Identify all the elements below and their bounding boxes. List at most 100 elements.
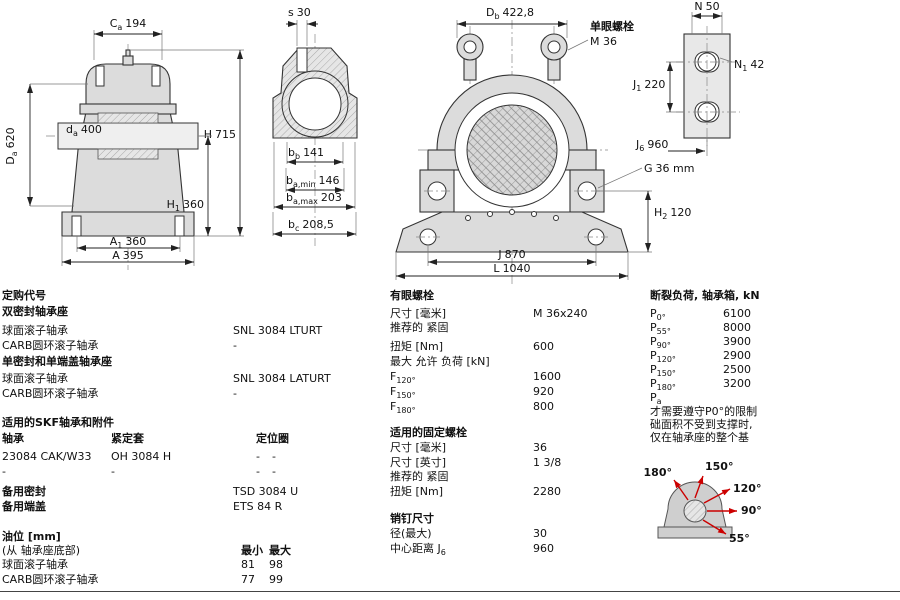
eye-bolt-torque-row: 扭矩 [Nm] 600 <box>390 340 610 353</box>
load-row: F180° 800 <box>390 400 610 416</box>
angle-label-180: 180° <box>644 466 672 479</box>
load-value: 800 <box>533 400 554 413</box>
eyebolt-callout-line2: M 36 <box>590 35 617 48</box>
ordering-row: CARB圆环滚子轴承 - <box>2 387 342 400</box>
breaking-load-row: P90° 3900 <box>650 335 890 350</box>
oil-title: 油位 [mm] <box>2 530 61 543</box>
oil-max: 98 <box>269 558 283 571</box>
load-value: 2500 <box>723 363 751 376</box>
cap-bolt-left <box>95 65 105 87</box>
row-value: 1 3/8 <box>533 456 562 469</box>
accessories-row: 23084 CAK/W33 OH 3084 H - - <box>2 450 342 463</box>
pin-cc-row: 中心距离 J6 960 <box>390 542 610 557</box>
row-label: 球面滚子轴承 <box>2 324 68 337</box>
row-label: CARB圆环滚子轴承 <box>2 339 99 352</box>
load-symbol: P180° <box>650 377 676 393</box>
row-label: 扭矩 [Nm] <box>390 340 444 353</box>
mini-housing-bore <box>683 499 707 523</box>
ordering-row: 球面滚子轴承 SNL 3084 LTURT <box>2 324 342 337</box>
col-max: 最大 <box>269 544 291 557</box>
row-label: 尺寸 [毫米] <box>390 441 447 454</box>
angle-label-55: 55° <box>729 532 750 545</box>
pa-note-line: 仅在轴承座的整个基 <box>650 431 749 444</box>
row-value: SNL 3084 LATURT <box>233 372 331 385</box>
eyebolt-stem-left <box>463 57 477 81</box>
row-value: 600 <box>533 340 554 353</box>
oil-row: CARB圆环滚子轴承 77 99 <box>2 573 342 586</box>
cap-bolt-right <box>151 65 161 87</box>
load-value: 3200 <box>723 377 751 390</box>
page-bottom-rule <box>0 591 900 592</box>
col-bearing: 轴承 <box>2 432 24 445</box>
recommended-line: 推荐的 紧固 <box>390 321 449 334</box>
fixing-size-in-row: 尺寸 [英寸] 1 3/8 <box>390 456 610 469</box>
oil-min: 77 <box>241 573 255 586</box>
eye-bolts-title: 有眼螺栓 <box>390 289 434 302</box>
load-symbol: P0° <box>650 307 666 323</box>
oil-header-row: (从 轴承座底部) 最小 最大 <box>2 544 342 557</box>
ring-b: - <box>272 450 276 463</box>
sleeve-designation: - <box>111 465 115 478</box>
row-label: 备用密封 <box>2 485 46 498</box>
max-load-line: 最大 允许 负荷 [kN] <box>390 355 490 368</box>
housing-base <box>61 211 195 237</box>
eye-bolt-size-row: 尺寸 [毫米] M 36x240 <box>390 307 610 320</box>
ring-a: - <box>256 450 260 463</box>
ordering-row: CARB圆环滚子轴承 - <box>2 339 342 352</box>
bearing-designation: - <box>2 465 6 478</box>
load-symbol: P120° <box>650 349 676 365</box>
spare-cover-row: 备用端盖 ETS 84 R <box>2 500 342 513</box>
load-direction-arrows <box>673 475 737 535</box>
row-label: 径(最大) <box>390 527 432 540</box>
bearing-section-bottom <box>97 148 159 160</box>
grease-nipple-tip <box>125 49 131 57</box>
row-value: M 36x240 <box>533 307 588 320</box>
row-value: TSD 3084 U <box>233 485 299 498</box>
accessories-header-row: 轴承 紧定套 定位圈 <box>2 432 342 445</box>
cap-flange <box>79 103 177 115</box>
ring-a: - <box>256 465 260 478</box>
row-value: - <box>233 387 237 400</box>
sleeve-designation: OH 3084 H <box>111 450 172 463</box>
load-symbol: P150° <box>650 363 676 379</box>
accessories-title: 适用的SKF轴承和附件 <box>2 416 114 429</box>
pa-note-line: 础面积不受到支撑时, <box>650 418 753 431</box>
angle-label-90: 90° <box>741 504 762 517</box>
row-value: ETS 84 R <box>233 500 283 513</box>
bore <box>466 104 558 196</box>
oil-min: 81 <box>241 558 255 571</box>
row-value: 36 <box>533 441 547 454</box>
pins-title: 销钉尺寸 <box>390 512 434 525</box>
load-value: 920 <box>533 385 554 398</box>
bearing-designation: 23084 CAK/W33 <box>2 450 92 463</box>
row-value: 960 <box>533 542 554 555</box>
col-ring: 定位圈 <box>256 432 289 445</box>
fixing-size-mm-row: 尺寸 [毫米] 36 <box>390 441 610 454</box>
breaking-load-row: Pa <box>650 391 890 406</box>
row-label: 备用端盖 <box>2 500 46 513</box>
breaking-load-row: P0° 6100 <box>650 307 890 323</box>
breaking-load-row: P180° 3200 <box>650 377 890 393</box>
load-value: 8000 <box>723 321 751 334</box>
row-label: CARB圆环滚子轴承 <box>2 387 99 400</box>
load-symbol: F180° <box>390 400 416 416</box>
spare-seal-row: 备用密封 TSD 3084 U <box>2 485 342 498</box>
base-bolt-slot-right <box>174 215 185 237</box>
